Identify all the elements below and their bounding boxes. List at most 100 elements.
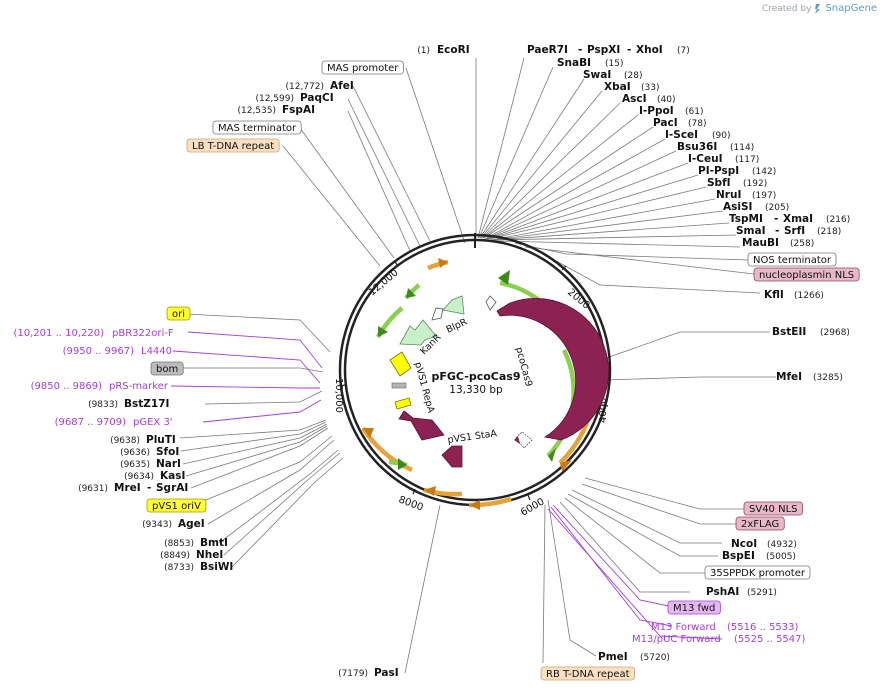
ori-label[interactable]: ori [166,306,191,321]
mas-promoter-label[interactable]: MAS promoter [321,60,404,75]
nucleoplasmin-nls-label[interactable]: nucleoplasmin NLS [753,267,860,282]
enzyme-label[interactable]: (12,772)AfeI [285,80,353,92]
left-enzyme-labels[interactable]: (12,772)AfeI (12,599)PaqCI (12,535)FspAI… [78,80,354,573]
orf-arrow-heads [363,258,575,510]
svg-text:(7179): (7179) [338,669,368,679]
primer-label[interactable]: M13 Forward(5516 .. 5533) [651,622,799,633]
enzyme-label[interactable]: XbaI (33) [604,81,659,93]
svg-text:(12,599): (12,599) [255,94,294,104]
bom-label[interactable]: bom [150,361,184,376]
enzyme-label[interactable]: MauBI(258) [742,237,814,249]
svg-text:MreI: MreI [114,482,141,494]
nos-terminator-label[interactable]: NOS terminator [747,252,837,267]
svg-text:(10,201 .. 10,220): (10,201 .. 10,220) [14,328,105,339]
svg-text:(117): (117) [735,155,759,165]
enzyme-label[interactable]: TspMI - XmaI (216) [729,213,850,225]
pvs1-staa-feature [441,445,463,468]
m13-fwd-label[interactable]: M13 fwd [667,600,721,615]
enzyme-label[interactable]: I-PpoI (61) [639,105,703,117]
svg-text:(192): (192) [743,179,767,189]
enzyme-label[interactable]: NruI(197) [716,189,776,201]
35sppdk-label[interactable]: 35SPPDK promoter [704,565,811,580]
svg-text:(61): (61) [685,107,703,117]
svg-text:(7): (7) [677,46,690,56]
enzyme-label[interactable]: (8853)BmtI [164,537,228,549]
enzyme-label[interactable]: (8733)BsiWI [164,561,233,573]
rb-tdna-label[interactable]: RB T-DNA repeat [540,666,635,681]
enzyme-label[interactable]: (9343)AgeI [142,518,205,530]
enzyme-label[interactable]: BstEII(2968) [772,326,850,338]
enzyme-label[interactable]: SnaBI(15) [557,57,623,69]
enzyme-label[interactable]: PaeR7I - PspXI - XhoI (7) [527,44,690,56]
bom-label-box [150,361,184,376]
enzyme-label[interactable]: PacI(78) [653,117,706,129]
enzyme-label[interactable]: I-CeuI(117) [688,153,759,165]
enzyme-label[interactable]: SmaI - SrfI (218) [736,225,841,237]
enzyme-label[interactable]: AscI(40) [622,93,675,105]
enzyme-label[interactable]: (9634)KasI [124,470,185,482]
enzyme-label[interactable]: (12,599)PaqCI [255,92,333,104]
mas-terminator-label[interactable]: MAS terminator [212,120,302,135]
enzyme-label[interactable]: (9638)PluTI [110,434,176,446]
right-enzyme-labels[interactable]: KflI(1266) BstEII(2968) MfeI(3285) NcoI(… [598,289,850,663]
enzyme-label[interactable]: NcoI(4932) [731,538,797,550]
enzyme-label[interactable]: MfeI(3285) [776,371,843,383]
svg-text:FspAI: FspAI [282,104,315,116]
svg-text:I-PpoI: I-PpoI [639,105,674,117]
enzyme-label[interactable]: BspEI(5005) [722,550,796,562]
primer-label[interactable]: (9950 .. 9967)L4440 [63,346,172,357]
enzyme-label[interactable]: PI-PspI(142) [698,165,776,177]
svg-text:XmaI: XmaI [783,213,813,225]
enzyme-label[interactable]: (12,535)FspAI [237,104,315,116]
pvs1-oriv-label[interactable]: pVS1 oriV [146,498,207,513]
svg-text:NruI: NruI [716,189,741,201]
m13-fwd-label-box [667,600,721,615]
svg-text:AsiSI: AsiSI [723,201,752,213]
enzyme-label[interactable]: (9636)SfoI [120,446,179,458]
primer-label[interactable]: M13/pUC Forward(5525 .. 5547) [632,634,806,645]
enzyme-label[interactable]: PmeI(5720) [598,651,670,663]
feature-label: BlpR [445,316,470,335]
bottom-enzyme-labels[interactable]: (7179)PasI [338,667,399,679]
2xflag-label[interactable]: 2xFLAG [735,516,785,531]
enzyme-label[interactable]: (9631) MreI - SgrAI [78,482,188,494]
enzyme-label[interactable]: SbfI(192) [707,177,767,189]
lb-tdna-label[interactable]: LB T-DNA repeat [186,138,280,153]
enzyme-label[interactable]: KflI(1266) [764,289,824,301]
primer-label[interactable]: (9687 .. 9709)pGEX 3' [55,417,173,428]
mas-promoter-label-text: MAS promoter [327,63,399,74]
svg-text:(5005): (5005) [766,552,796,562]
enzyme-label[interactable]: AsiSI (205) [723,201,789,213]
enzyme-label[interactable]: (9833)BstZ17I [88,398,169,410]
enzyme-label[interactable]: SwaI(28) [583,69,642,81]
svg-text:M13/pUC Forward: M13/pUC Forward [632,634,721,645]
sv40-nls-label-box [743,501,803,516]
enzyme-label[interactable]: (1) EcoRI [417,44,469,56]
svg-text:(33): (33) [641,83,659,93]
primer-labels[interactable]: (10,201 .. 10,220)pBR322ori-F (9950 .. 9… [14,328,806,645]
svg-text:BstZ17I: BstZ17I [124,398,169,410]
enzyme-label[interactable]: (9635)NarI [120,458,181,470]
svg-text:(5516 .. 5533): (5516 .. 5533) [727,622,799,633]
enzyme-label[interactable]: (8849)NheI [160,549,223,561]
primer-label[interactable]: (10,201 .. 10,220)pBR322ori-F [14,328,174,339]
svg-text:PshAI: PshAI [706,586,739,598]
svg-text:XbaI: XbaI [604,81,631,93]
svg-text:(5291): (5291) [747,588,777,598]
svg-text:(9634): (9634) [124,472,154,482]
svg-text:KflI: KflI [764,289,784,301]
primer-label[interactable]: (9850 .. 9869)pRS-marker [31,381,169,392]
sv40-nls-label[interactable]: SV40 NLS [743,501,803,516]
enzyme-label[interactable]: PshAI (5291) [706,586,777,598]
enzyme-label[interactable]: Bsu36I(114) [677,141,754,153]
svg-text:(205): (205) [765,203,789,213]
enzyme-label[interactable]: I-SceI(90) [665,129,730,141]
pvs1-oriv-feature [394,397,412,410]
pvs1-oriv-label-box [146,498,207,513]
svg-text:(9636): (9636) [120,448,150,458]
top-enzyme-labels[interactable]: (1) EcoRI PaeR7I - PspXI - XhoI (7) SnaB… [417,44,850,249]
enzyme-label[interactable]: (7179)PasI [338,667,399,679]
svg-text:-: - [578,44,582,56]
